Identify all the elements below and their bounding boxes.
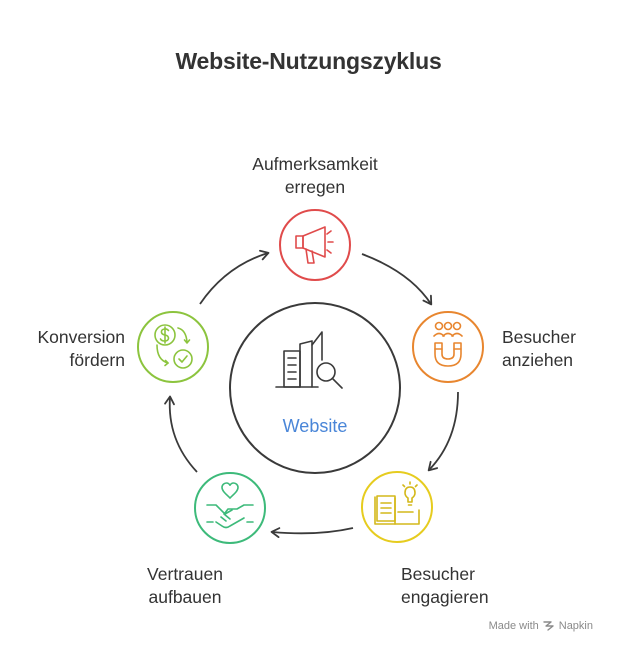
- megaphone-icon: [295, 226, 334, 264]
- website-search-icon: [275, 331, 343, 389]
- step-circle-attention: [279, 209, 351, 281]
- arrow-engage-to-trust: [270, 527, 354, 538]
- step-circle-trust: [194, 472, 266, 544]
- step-label-line1: Aufmerksamkeit: [252, 154, 378, 174]
- step-label-attract: Besucher anziehen: [502, 326, 612, 372]
- step-circle-engage: [361, 471, 433, 543]
- step-label-trust: Vertrauen aufbauen: [120, 563, 250, 609]
- step-label-line2: anziehen: [502, 350, 574, 370]
- step-label-convert: Konversion fördern: [10, 326, 125, 372]
- napkin-logo-icon: [543, 621, 554, 631]
- step-label-engage: Besucher engagieren: [401, 563, 531, 609]
- magnet-people-icon: [433, 321, 463, 367]
- step-label-line2: engagieren: [401, 587, 489, 607]
- dollar-check-icon: [154, 324, 193, 369]
- step-label-line2: fördern: [69, 350, 125, 370]
- center-label: Website: [282, 416, 348, 436]
- arrow-convert-to-attention: [199, 249, 270, 305]
- diagram-title: Website-Nutzungszyklus: [175, 48, 442, 74]
- book-lightbulb-icon: [374, 481, 420, 525]
- footer-made-with: Made with: [488, 620, 539, 632]
- step-label-line1: Besucher: [502, 327, 576, 347]
- arrow-trust-to-convert: [164, 395, 198, 473]
- step-label-attention: Aufmerksamkeit erregen: [215, 153, 415, 199]
- footer-brand: Napkin: [558, 620, 593, 632]
- footer-credit: Made with Napkin: [489, 620, 593, 632]
- step-circle-convert: [137, 311, 209, 383]
- step-label-line1: Besucher: [401, 564, 475, 584]
- arrow-attract-to-engage: [427, 391, 459, 472]
- center-circle: [229, 302, 401, 474]
- step-circle-attract: [412, 311, 484, 383]
- arrow-attention-to-attract: [361, 253, 433, 306]
- step-label-line2: erregen: [284, 177, 346, 197]
- step-label-line1: Konversion: [37, 327, 125, 347]
- step-label-line2: aufbauen: [148, 587, 222, 607]
- handshake-heart-icon: [206, 482, 254, 529]
- step-label-line1: Vertrauen: [147, 564, 223, 584]
